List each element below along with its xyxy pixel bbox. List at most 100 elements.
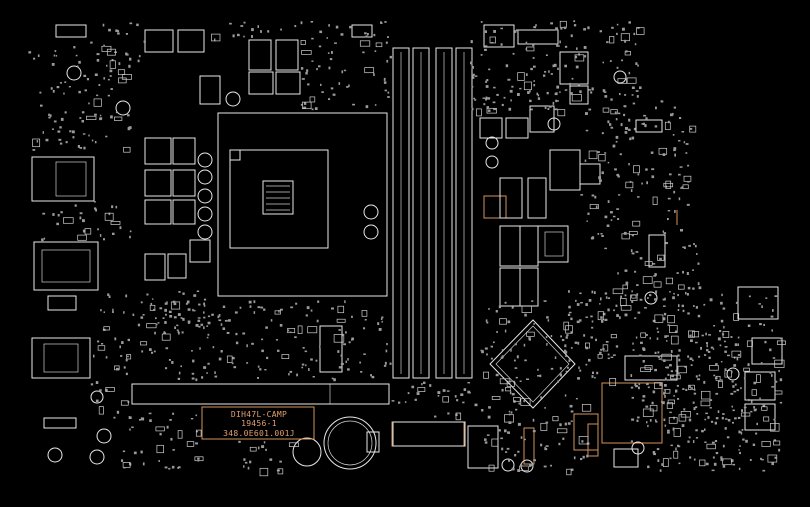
smd-pad (381, 316, 384, 319)
smd-pad (742, 438, 745, 441)
smd-pad (602, 312, 606, 316)
smd-pad (706, 349, 709, 352)
highlighted-components[interactable] (201, 195, 678, 465)
smd-pad (588, 150, 598, 160)
smd-pad (228, 319, 231, 322)
smd-pad (550, 335, 553, 338)
smd-pad (180, 365, 182, 368)
smd-pad (731, 459, 734, 463)
smd-pad (103, 238, 105, 241)
smd-pad (705, 412, 708, 415)
smd-pad (515, 408, 518, 411)
smd-pad (295, 302, 298, 305)
smd-pad (593, 291, 596, 294)
smd-pad (571, 94, 582, 102)
smd-pad (287, 329, 290, 332)
smd-pad (105, 135, 108, 138)
smd-pad (125, 372, 128, 376)
smd-pad (192, 308, 194, 312)
pch-chipset[interactable] (489, 319, 576, 409)
smd-pad (261, 445, 265, 448)
smd-pad (740, 387, 742, 390)
smd-pad (611, 26, 614, 29)
smd-pad (306, 69, 309, 72)
smd-pad (81, 111, 85, 114)
smd-pad (365, 105, 369, 109)
smd-pad (758, 303, 761, 305)
smd-pad (172, 412, 175, 415)
smd-pad (736, 389, 740, 392)
smd-pad (647, 386, 650, 389)
smd-pad (290, 306, 294, 309)
smd-pad (688, 385, 691, 388)
smd-pad (88, 134, 90, 137)
pcie-slot[interactable] (131, 383, 390, 405)
smd-pad (688, 418, 692, 422)
smd-pad (577, 83, 581, 86)
smd-pad (579, 292, 582, 295)
vrm-components[interactable] (144, 29, 601, 469)
rear-io-left[interactable] (31, 156, 99, 379)
smd-pad (546, 316, 549, 319)
smd-pad (713, 462, 717, 466)
smd-pad (695, 437, 699, 439)
smd-pad (152, 308, 156, 311)
smd-pad (360, 371, 363, 373)
smd-pad (722, 464, 726, 468)
smd-pad (579, 90, 582, 94)
smd-pad (676, 384, 679, 387)
smd-pad (598, 154, 606, 162)
smd-pad (142, 462, 145, 466)
cmos-battery[interactable] (323, 416, 380, 470)
smd-pad (375, 42, 383, 48)
smd-pad (723, 326, 725, 329)
smd-pad (63, 217, 74, 224)
smd-pad (117, 30, 120, 33)
smd-pad (591, 236, 595, 240)
smd-pad (301, 101, 312, 110)
front-connectors-right[interactable] (624, 234, 783, 431)
smd-pad (733, 364, 737, 367)
cpu-socket[interactable] (217, 112, 388, 297)
smd-pad (198, 303, 201, 306)
smd-pad (590, 91, 593, 94)
smd-pad (239, 306, 242, 309)
smd-pad (591, 326, 594, 329)
smd-pad (669, 173, 672, 176)
dimm-slots[interactable] (392, 47, 473, 379)
smd-pad (309, 96, 316, 103)
smd-pad (569, 92, 573, 96)
smd-pad (739, 451, 741, 455)
smd-pad (559, 423, 562, 427)
smd-pad (639, 298, 643, 301)
smd-pad (591, 87, 594, 91)
smd-pad (610, 334, 617, 339)
smd-pad (585, 129, 589, 132)
smd-pad (260, 30, 262, 33)
smd-pad (610, 211, 613, 214)
smd-pad (532, 430, 536, 433)
smd-pad (86, 78, 89, 81)
smd-pad (94, 141, 97, 144)
smd-pad (171, 361, 174, 364)
smd-pad (582, 455, 585, 459)
smd-pad (677, 309, 680, 311)
smd-pad (101, 343, 104, 345)
smd-pad (680, 411, 691, 418)
smd-pad (103, 77, 106, 80)
smd-pad (226, 355, 233, 363)
smd-pad (564, 351, 568, 354)
smd-pad (576, 320, 580, 324)
smd-pad (624, 269, 628, 272)
smd-pad (214, 375, 218, 378)
smd-pad (149, 419, 152, 422)
smd-pad (581, 404, 592, 412)
smd-pad (697, 262, 700, 265)
smd-pad (704, 441, 707, 443)
capacitors[interactable] (47, 65, 740, 473)
buzzer[interactable] (292, 437, 322, 467)
pin-headers[interactable] (43, 24, 663, 468)
smd-pad (637, 64, 639, 67)
smd-pad (659, 383, 663, 387)
smd-pad (616, 23, 619, 26)
